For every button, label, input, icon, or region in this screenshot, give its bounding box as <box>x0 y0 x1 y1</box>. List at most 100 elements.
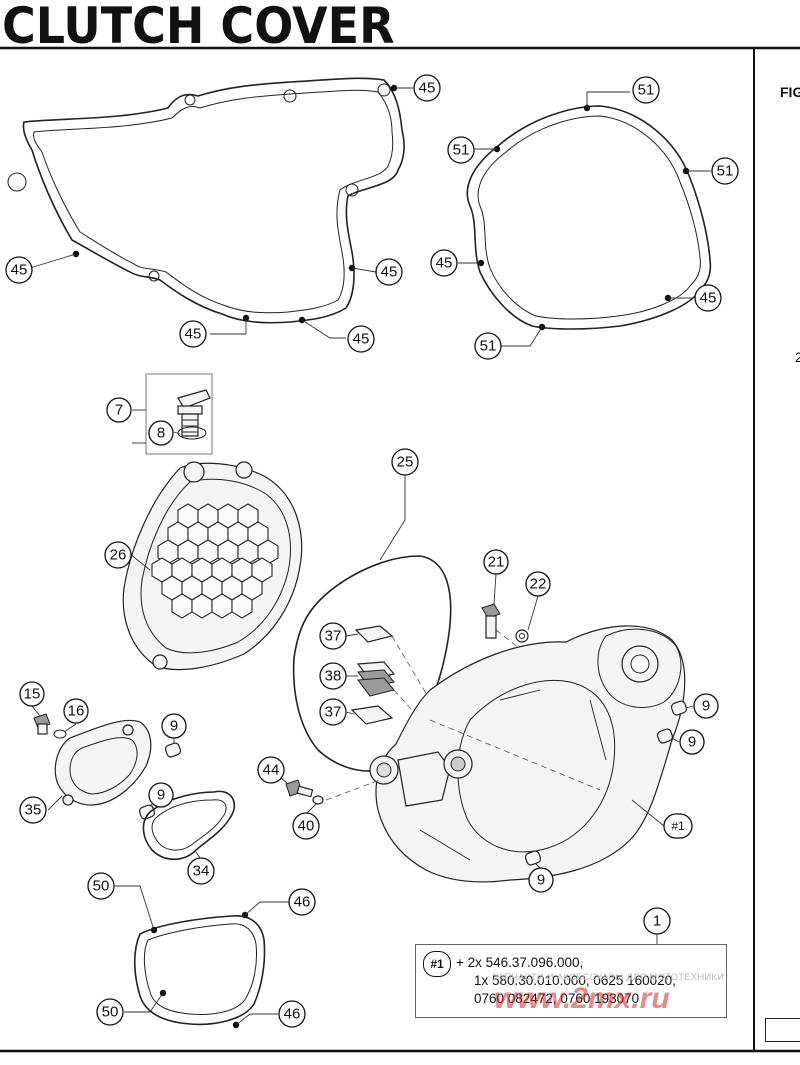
callout-44: 44 <box>257 756 285 784</box>
screw-and-washer <box>285 779 324 805</box>
inner-clutch-cover <box>325 625 686 883</box>
callout-8: 8 <box>148 420 174 446</box>
callout-37: 37 <box>319 622 347 650</box>
callout-45: 45 <box>347 325 375 353</box>
figure-list-item: 15 <box>756 214 800 240</box>
callout-35: 35 <box>19 796 47 824</box>
figure-list-item: 22 <box>756 292 800 318</box>
svg-text:38: 38 <box>325 668 342 685</box>
svg-text:8: 8 <box>157 425 165 442</box>
honeycomb-mesh <box>151 503 279 619</box>
svg-text:#1: #1 <box>671 819 685 833</box>
outer-clutch-cover <box>122 461 303 671</box>
svg-text:45: 45 <box>700 290 717 307</box>
svg-text:50: 50 <box>102 1004 119 1021</box>
figure-list-item: 7 <box>756 136 800 162</box>
svg-text:37: 37 <box>325 704 342 721</box>
figure-list-item: 7 <box>756 110 800 136</box>
callout-9: 9 <box>528 867 554 893</box>
svg-text:45: 45 <box>185 326 202 343</box>
figure-list-item: 35 <box>756 396 800 422</box>
svg-text:45: 45 <box>381 264 398 281</box>
figure-list-item: 40 <box>756 474 800 500</box>
svg-text:51: 51 <box>453 142 470 159</box>
svg-text:26: 26 <box>110 547 127 564</box>
svg-text:46: 46 <box>284 1006 301 1023</box>
clutch-cover-gasket <box>466 104 712 331</box>
svg-text:9: 9 <box>688 734 696 751</box>
callout-37: 37 <box>319 698 347 726</box>
figure-list-item: 9 <box>756 188 800 214</box>
callout-9: 9 <box>161 713 187 739</box>
svg-text:21: 21 <box>488 554 505 571</box>
callout-50: 50 <box>96 998 124 1026</box>
oil-filler-plug <box>145 373 213 455</box>
kit-note-line: + 2x 546.37.096.000, <box>456 955 584 970</box>
svg-text:44: 44 <box>263 762 280 779</box>
svg-text:51: 51 <box>638 82 655 99</box>
callout-34: 34 <box>187 857 215 885</box>
svg-text:35: 35 <box>25 802 42 819</box>
kit-note-badge: #1 <box>423 951 451 977</box>
figure-list-item: 38 <box>756 448 800 474</box>
outer-cover-gasket <box>7 77 405 324</box>
callout-51: 51 <box>632 76 660 104</box>
callout-45: 45 <box>413 74 441 102</box>
callout-46: 46 <box>288 888 316 916</box>
svg-text:25: 25 <box>397 454 414 471</box>
svg-text:9: 9 <box>170 718 178 735</box>
water-pump-cover <box>54 719 152 806</box>
figure-list-item: 34 <box>756 370 800 396</box>
figure-list-item: 25 <box>756 318 800 344</box>
callout-50: 50 <box>87 872 115 900</box>
figure-list-item: 16 <box>756 240 800 266</box>
callout-38: 38 <box>319 662 347 690</box>
callout-7: 7 <box>106 397 132 423</box>
svg-text:45: 45 <box>419 80 436 97</box>
svg-text:9: 9 <box>157 787 165 804</box>
svg-text:9: 9 <box>702 698 710 715</box>
callout-45: 45 <box>5 256 33 284</box>
figure-list-item: 37 <box>756 422 800 448</box>
callout-51: 51 <box>711 157 739 185</box>
figure-list-item: 51 <box>756 604 800 630</box>
figure-list-item: 8 <box>756 162 800 188</box>
small-plug-and-washer <box>33 713 67 739</box>
callout-45: 45 <box>179 320 207 348</box>
svg-text:45: 45 <box>436 255 453 272</box>
callout-9: 9 <box>693 693 719 719</box>
svg-text:51: 51 <box>717 163 734 180</box>
svg-text:45: 45 <box>353 331 370 348</box>
svg-text:40: 40 <box>298 818 315 835</box>
page-title: CLUTCH COVER <box>2 0 395 55</box>
callout-21: 21 <box>483 549 509 575</box>
figure-list-item: 50 <box>756 578 800 604</box>
callout-45: 45 <box>430 249 458 277</box>
svg-text:34: 34 <box>193 863 210 880</box>
callout-ref-1: #1 <box>663 813 693 839</box>
callout-51: 51 <box>474 332 502 360</box>
svg-text:7: 7 <box>115 402 123 419</box>
figure-column: FIG 7 7 8 9 15 16 2 22 25 26* 34 35 37 3… <box>756 48 800 1050</box>
svg-text:15: 15 <box>24 686 41 703</box>
kit-note-box: #1 + 2x 546.37.096.000, 1x 580.30.010.00… <box>415 944 727 1018</box>
figure-list-item: 44 <box>756 500 800 526</box>
kit-note-line: 0760 082472, 0760 193070 <box>474 991 640 1006</box>
callout-51: 51 <box>447 136 475 164</box>
figure-list-item: 26* <box>794 349 800 365</box>
figure-column-box <box>765 1018 800 1042</box>
watermark-url: www.2mx.ru <box>494 982 670 1015</box>
callout-25: 25 <box>391 448 419 476</box>
callout-9: 9 <box>148 782 174 808</box>
callout-15: 15 <box>19 681 45 707</box>
callout-45: 45 <box>694 284 722 312</box>
svg-text:9: 9 <box>537 872 545 889</box>
figure-list-item: 46 <box>756 552 800 578</box>
callout-40: 40 <box>292 812 320 840</box>
figure-list-item: 45 <box>756 526 800 552</box>
svg-text:16: 16 <box>68 703 85 720</box>
figure-list-item: 2 <box>756 266 800 292</box>
svg-text:45: 45 <box>11 262 28 279</box>
callout-1: 1 <box>643 907 671 935</box>
svg-text:22: 22 <box>530 576 547 593</box>
